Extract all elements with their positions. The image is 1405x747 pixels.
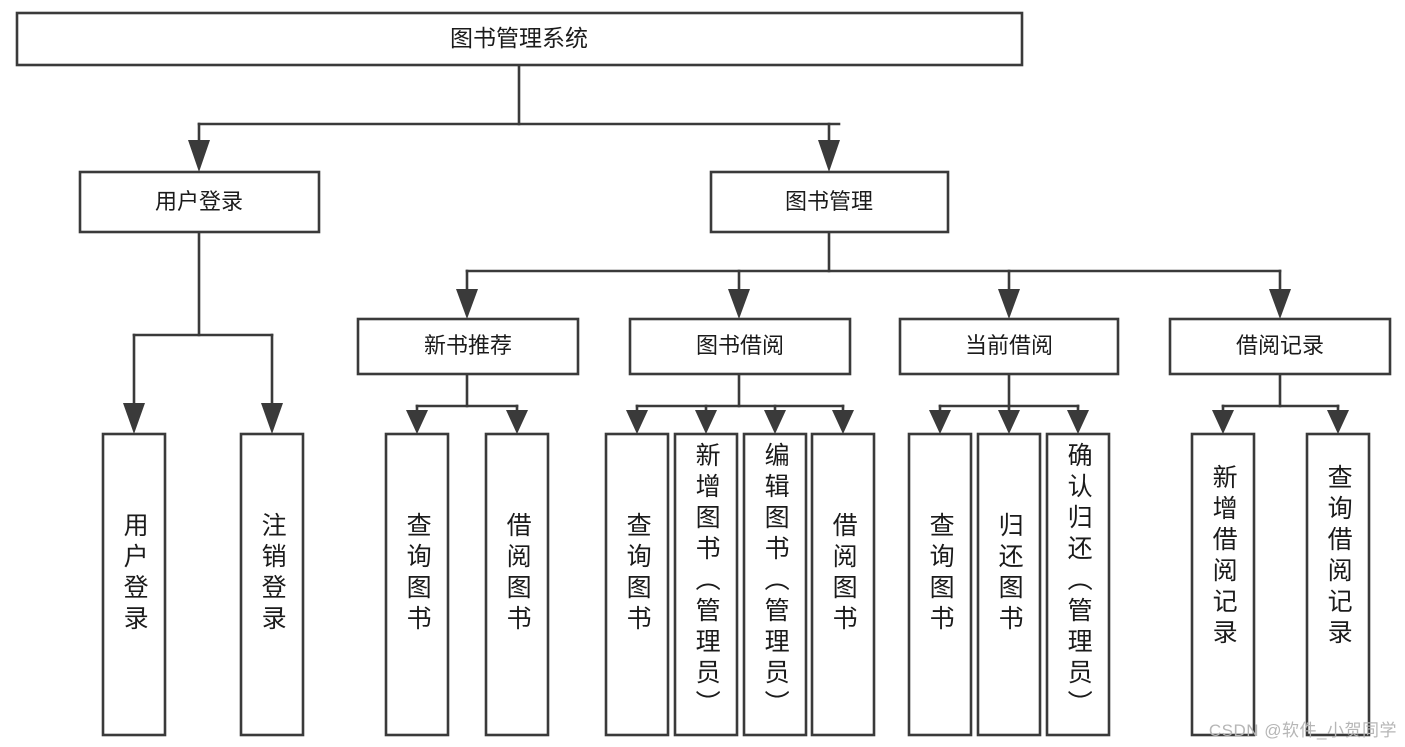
arrowhead-cb-leaf-3 xyxy=(1067,410,1089,434)
connectors-user-login-to-leaves xyxy=(123,230,283,434)
leaf-box-logout[interactable] xyxy=(239,432,305,737)
connectors-book-manage-to-level3 xyxy=(456,230,1291,319)
node-current-borrow[interactable]: 当前借阅 xyxy=(898,317,1120,376)
node-book-borrow-label: 图书借阅 xyxy=(696,333,784,358)
leaf-box-cb-query-book[interactable] xyxy=(907,432,973,737)
arrowhead-user-login xyxy=(188,140,210,172)
leaf-group-user-login xyxy=(101,432,305,737)
connectors-root-to-level2 xyxy=(188,63,841,172)
arrowhead-borrow-record xyxy=(1269,289,1291,319)
arrowhead-cb-leaf-2 xyxy=(998,410,1020,434)
arrowhead-book-manage xyxy=(818,140,840,172)
leaf-box-nb-query-book[interactable] xyxy=(384,432,450,737)
leaf-group-new-book-recommend xyxy=(384,432,550,737)
node-root[interactable]: 图书管理系统 xyxy=(15,11,1024,67)
leaf-box-br-query-record[interactable] xyxy=(1305,432,1371,737)
arrowhead-cb-leaf-1 xyxy=(929,410,951,434)
leaf-box-user-login[interactable] xyxy=(101,432,167,737)
leaf-box-bb-edit-book[interactable] xyxy=(742,432,808,737)
node-current-borrow-box[interactable] xyxy=(898,317,1120,376)
node-book-manage[interactable]: 图书管理 xyxy=(709,170,950,234)
connectors-current-borrow-to-leaves xyxy=(929,372,1089,434)
leaf-group-book-borrow xyxy=(604,432,876,737)
arrowhead-leaf-user-login xyxy=(123,403,145,434)
node-book-borrow-box[interactable] xyxy=(628,317,852,376)
node-user-login-box[interactable] xyxy=(78,170,321,234)
arrowhead-bb-leaf-2 xyxy=(695,410,717,434)
node-borrow-record-box[interactable] xyxy=(1168,317,1392,376)
node-new-book-recommend-label: 新书推荐 xyxy=(424,333,512,358)
leaf-box-bb-borrow-book[interactable] xyxy=(810,432,876,737)
arrowhead-leaf-logout xyxy=(261,403,283,434)
node-current-borrow-label: 当前借阅 xyxy=(965,333,1053,358)
arrowhead-nb-leaf-1 xyxy=(406,410,428,434)
node-root-label: 图书管理系统 xyxy=(450,25,588,51)
node-user-login-label: 用户登录 xyxy=(155,189,243,214)
arrowhead-current-borrow xyxy=(998,289,1020,319)
arrowhead-bb-leaf-1 xyxy=(626,410,648,434)
csdn-watermark: CSDN @软件_小贺同学 xyxy=(1208,721,1397,740)
node-new-book-recommend[interactable]: 新书推荐 xyxy=(356,317,580,376)
arrowhead-nb-leaf-2 xyxy=(506,410,528,434)
arrowhead-br-leaf-2 xyxy=(1327,410,1349,434)
leaf-group-current-borrow xyxy=(907,432,1111,737)
arrowhead-bb-leaf-3 xyxy=(764,410,786,434)
leaf-box-cb-return-book[interactable] xyxy=(976,432,1042,737)
arrowhead-bb-leaf-4 xyxy=(832,410,854,434)
arrowhead-new-book xyxy=(456,289,478,319)
arrowhead-br-leaf-1 xyxy=(1212,410,1234,434)
connectors-new-book-to-leaves xyxy=(406,372,528,434)
node-root-box[interactable] xyxy=(15,11,1024,67)
node-book-manage-label: 图书管理 xyxy=(785,189,873,214)
node-new-book-recommend-box[interactable] xyxy=(356,317,580,376)
node-borrow-record[interactable]: 借阅记录 xyxy=(1168,317,1392,376)
connectors-borrow-record-to-leaves xyxy=(1212,372,1349,434)
node-user-login[interactable]: 用户登录 xyxy=(78,170,321,234)
leaf-box-bb-add-book[interactable] xyxy=(673,432,739,737)
leaf-box-bb-query-book[interactable] xyxy=(604,432,670,737)
leaf-box-nb-borrow-book[interactable] xyxy=(484,432,550,737)
node-borrow-record-label: 借阅记录 xyxy=(1236,333,1324,358)
connectors-book-borrow-to-leaves xyxy=(626,372,854,434)
node-book-manage-box[interactable] xyxy=(709,170,950,234)
leaf-box-br-add-record[interactable] xyxy=(1190,432,1256,737)
arrowhead-book-borrow xyxy=(728,289,750,319)
node-book-borrow[interactable]: 图书借阅 xyxy=(628,317,852,376)
leaf-box-cb-confirm-return[interactable] xyxy=(1045,432,1111,737)
leaf-group-borrow-record xyxy=(1190,432,1371,737)
